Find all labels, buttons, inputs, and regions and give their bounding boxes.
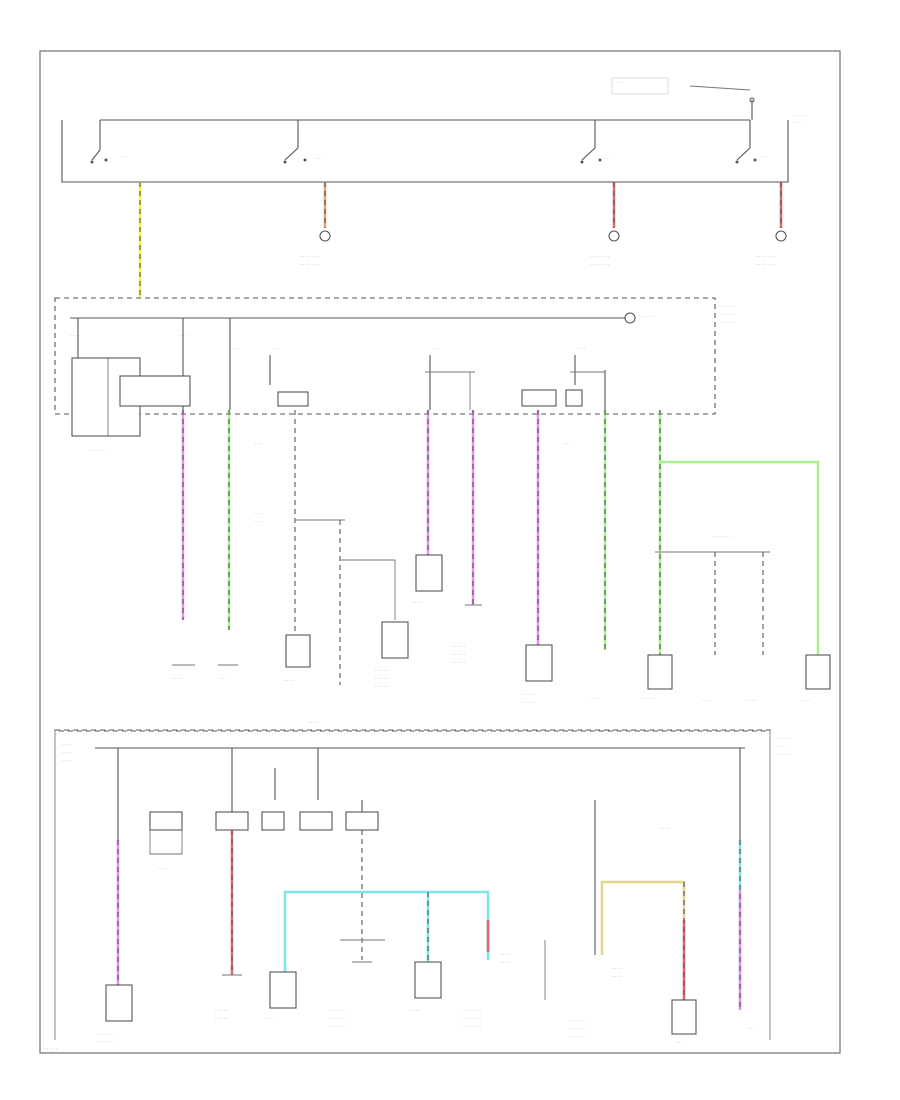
svg-text:· · ·: · · · [220, 677, 227, 682]
svg-text:· · · · ·: · · · · · [215, 1009, 228, 1014]
svg-text:· · · · ·: · · · · · [44, 1047, 57, 1052]
under-hood-output-wires [116, 830, 742, 1010]
svg-text:· · ·: · · · [564, 442, 571, 447]
svg-text:· · · · ·: · · · · · [375, 669, 388, 674]
svg-text:· · · · · · ·: · · · · · · · [590, 255, 609, 260]
svg-text:· · · · · · ·: · · · · · · · [300, 263, 319, 268]
svg-text:· · · · · · ·: · · · · · · · [96, 1033, 115, 1038]
under-dash-fuse-box: · · · · · · · · · · · · · · · · · · · · … [54, 297, 736, 454]
svg-text:· · · · · · ·: · · · · · · · [568, 1035, 587, 1040]
svg-text:· · · ·: · · · · [62, 751, 72, 756]
svg-text:· · · · · · ·: · · · · · · · [568, 1019, 587, 1024]
svg-text:· · · · · ·: · · · · · · [330, 1009, 346, 1014]
svg-text:· · · ·: · · · · [284, 679, 294, 684]
svg-text:· · · · · ·: · · · · · · [330, 1017, 346, 1022]
svg-text:· · · ·: · · · · [702, 699, 712, 704]
fuse-box-output-wires [181, 410, 820, 685]
svg-text:· · · · · · ·: · · · · · · · [462, 1017, 481, 1022]
svg-text:· · · · ·: · · · · · [375, 677, 388, 682]
svg-text:· · · ·: · · · · [776, 745, 786, 750]
svg-text:· · · · ·: · · · · · [776, 737, 789, 742]
svg-text:· · ·: · · · [316, 157, 323, 162]
svg-text:· · ·: · · · [254, 520, 261, 525]
svg-text:· · · ·: · · · · [800, 699, 810, 704]
svg-text:· · ·: · · · [70, 334, 77, 339]
svg-text:· · ·: · · · [120, 155, 127, 160]
svg-text:· · ·: · · · [255, 442, 262, 447]
svg-text:· · · · ·: · · · · · [452, 645, 465, 650]
svg-text:· · · · ·: · · · · · [640, 315, 653, 320]
diagram-frame [39, 50, 841, 1054]
svg-text:· · · · ·: · · · · · [452, 661, 465, 666]
svg-text:· · · · · · ·: · · · · · · · [756, 255, 775, 260]
svg-text:· · · · · ·: · · · · · · [90, 449, 106, 454]
svg-text:· · · · · ·: · · · · · · [330, 1025, 346, 1030]
svg-text:· · ·: · · · [432, 347, 439, 352]
under-hood-fuse-box: · · · · · · · · · · · · · · · · · · · · … [54, 721, 789, 1040]
svg-text:· · · ·: · · · · [412, 601, 422, 606]
svg-text:· · · ·: · · · · [614, 81, 624, 86]
svg-text:· · · · · · ·: · · · · · · · [300, 255, 319, 260]
svg-text:· · · · ·: · · · · · [452, 653, 465, 658]
under-hood-components: · · · · · · · · · · · · · · · · · · · · … [44, 953, 755, 1052]
svg-text:· · ·: · · · [760, 155, 767, 160]
svg-text:· · · · ·: · · · · · [215, 1017, 228, 1022]
svg-text:· · ·: · · · [272, 347, 279, 352]
svg-text:· · · · ·: · · · · · [522, 701, 535, 706]
middle-components: · · · · · · · · · · · · · · · · · · · · … [172, 512, 831, 706]
svg-text:· · · · ·: · · · · · [522, 693, 535, 698]
svg-text:· · ·: · · · [795, 121, 802, 126]
svg-text:· · · · ·: · · · · · [640, 697, 653, 702]
svg-text:· · ·: · · · [676, 1041, 683, 1046]
svg-text:· · · ·: · · · · [660, 827, 670, 832]
svg-text:· · · · · ·: · · · · · · [720, 305, 736, 310]
svg-text:· · · · ·: · · · · · [375, 685, 388, 690]
svg-text:· · ·: · · · [604, 157, 611, 162]
svg-text:· · · · ·: · · · · · [720, 313, 733, 318]
svg-text:· · · · · · ·: · · · · · · · [462, 1009, 481, 1014]
svg-text:· · ·: · · · [748, 1027, 755, 1032]
svg-text:· · · · · ·: · · · · · · [720, 321, 736, 326]
svg-text:· · · ·: · · · · [612, 967, 622, 972]
svg-text:· · · · ·: · · · · · [776, 753, 789, 758]
svg-text:· · ·: · · · [254, 512, 261, 517]
svg-text:· · · ·: · · · · [308, 721, 318, 726]
svg-text:· · · · · · ·: · · · · · · · [462, 1025, 481, 1030]
svg-text:· · ·: · · · [180, 334, 187, 339]
svg-text:· · · ·: · · · · [158, 867, 168, 872]
svg-text:· · ·: · · · [578, 347, 585, 352]
svg-text:· · · · · · ·: · · · · · · · [712, 535, 731, 540]
svg-text:· · · ·: · · · · [500, 961, 510, 966]
svg-text:· · ·: · · · [232, 347, 239, 352]
svg-text:· · · ·: · · · · [795, 114, 805, 119]
svg-text:· · · ·: · · · · [410, 1009, 420, 1014]
svg-text:· · · ·: · · · · [612, 975, 622, 980]
svg-text:· · · · · · ·: · · · · · · · [96, 1040, 115, 1045]
ignition-output-wires: · · · · · · · · · · · · · · · · · · · · … [138, 182, 787, 298]
svg-text:· · · · · · ·: · · · · · · · [756, 263, 775, 268]
svg-text:· · · · · · ·: · · · · · · · [590, 263, 609, 268]
svg-text:· · · ·: · · · · [62, 759, 72, 764]
ignition-switch: · · · · · · · · · · · · · · · · · · · · … [61, 77, 805, 183]
svg-text:· · · ·: · · · · [264, 1017, 274, 1022]
svg-text:· · · ·: · · · · [500, 953, 510, 958]
svg-text:· · · · · · ·: · · · · · · · [568, 1027, 587, 1032]
svg-text:· · · ·: · · · · [746, 699, 756, 704]
svg-text:· · · ·: · · · · [172, 677, 182, 682]
svg-text:· · · ·: · · · · [590, 697, 600, 702]
svg-text:· · · ·: · · · · [62, 743, 72, 748]
